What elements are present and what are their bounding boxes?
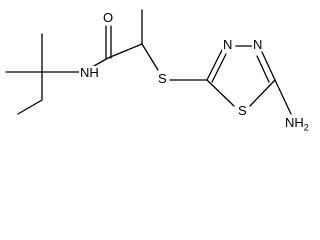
amino-subscript: 2 bbox=[303, 122, 309, 133]
atom-ring-nitrogen-3: N bbox=[222, 37, 234, 52]
bond-n4-c5-2 bbox=[256, 55, 270, 83]
bond-c5-nh2 bbox=[274, 79, 292, 115]
bond-c2-n3-2 bbox=[211, 53, 227, 83]
amino-nh: NH bbox=[285, 115, 304, 130]
bond-c5-s1 bbox=[249, 79, 276, 107]
atom-oxygen: O bbox=[102, 10, 115, 25]
bond-ch2-ch3 bbox=[17, 99, 43, 115]
atom-amide-nh: NH bbox=[79, 65, 100, 80]
bond-s1-c2 bbox=[206, 79, 235, 107]
bond-ca-s bbox=[141, 43, 159, 71]
bond-network bbox=[5, 9, 292, 115]
bond-c2-n3-1 bbox=[206, 49, 223, 81]
atom-thioether-sulfur: S bbox=[157, 71, 168, 86]
atom-amino-group: NH2 bbox=[284, 116, 310, 135]
molecule-diagram: O NH S N N S NH2 bbox=[5, 9, 310, 135]
atom-ring-nitrogen-4: N bbox=[252, 37, 264, 52]
bond-co-ca bbox=[107, 43, 143, 59]
bond-n-co bbox=[93, 57, 109, 67]
bond-n4-c5-1 bbox=[261, 51, 276, 81]
atom-ring-sulfur: S bbox=[237, 103, 248, 118]
